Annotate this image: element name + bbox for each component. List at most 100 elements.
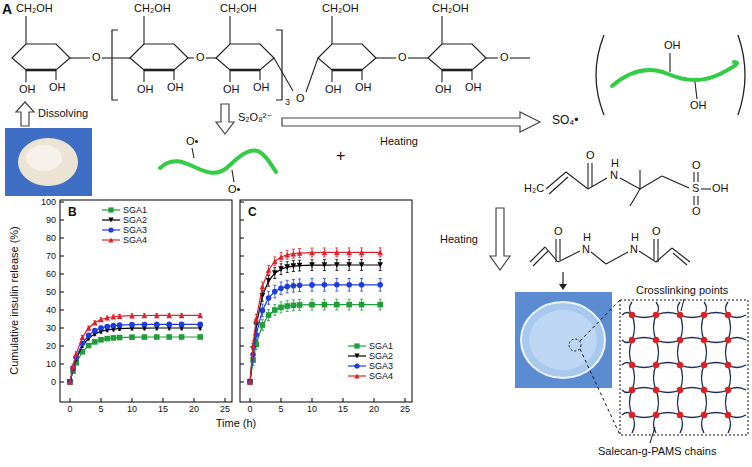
axis-title: Cumulative insulin release (%) xyxy=(9,226,20,375)
error-bar xyxy=(286,272,289,273)
data-marker xyxy=(260,308,266,314)
error-bar xyxy=(335,247,338,248)
repeat-bracket xyxy=(112,30,118,100)
axis-tick xyxy=(240,346,244,347)
data-marker xyxy=(266,295,272,301)
error-bar xyxy=(261,301,264,302)
group-label: CH₂OH xyxy=(16,3,53,14)
error-bar xyxy=(255,349,258,350)
data-marker xyxy=(197,322,203,328)
data-marker xyxy=(197,313,203,319)
error-bar xyxy=(298,278,301,279)
crosslink-dot xyxy=(725,412,731,418)
bond-line xyxy=(331,70,332,82)
bond-line xyxy=(653,239,654,260)
data-series xyxy=(67,334,203,385)
atom-label: H xyxy=(611,158,619,169)
axis-tick xyxy=(240,364,244,365)
polymer-chain xyxy=(612,62,737,86)
error-bar xyxy=(311,310,314,311)
data-marker xyxy=(359,302,365,308)
bond-line xyxy=(259,70,260,80)
error-bar xyxy=(292,299,295,300)
crosslink-dot xyxy=(653,412,659,418)
atom-label: O xyxy=(92,52,101,63)
data-line xyxy=(70,315,200,382)
error-bar xyxy=(335,310,338,311)
bond-line xyxy=(555,239,556,262)
bond-line xyxy=(701,188,711,189)
group-label: CH₂OH xyxy=(220,3,257,14)
legend-label: SGA2 xyxy=(123,216,147,225)
atom-label: OH xyxy=(355,82,372,93)
bond-line xyxy=(697,172,698,182)
legend-label: SGA1 xyxy=(369,342,393,351)
data-marker xyxy=(98,317,104,323)
data-marker xyxy=(354,373,359,378)
bond-line xyxy=(662,176,689,188)
error-bar xyxy=(286,311,289,312)
error-bar xyxy=(298,291,301,292)
bond-line xyxy=(588,178,607,189)
crosslink-dot xyxy=(629,337,635,343)
atom-label: O• xyxy=(186,136,198,147)
powder-photo xyxy=(5,128,92,196)
panel-letter: B xyxy=(68,206,77,218)
error-bar xyxy=(292,279,295,280)
data-marker xyxy=(67,379,73,385)
crosslink-dot xyxy=(629,362,635,368)
atom-label: OH xyxy=(253,82,270,93)
bond-line xyxy=(591,163,592,187)
crosslink-dot xyxy=(629,312,635,318)
error-bar xyxy=(273,297,276,298)
data-marker xyxy=(166,334,172,340)
data-series xyxy=(67,325,203,385)
atom-label: O• xyxy=(228,184,240,195)
hydrogel-photo xyxy=(515,292,612,388)
data-marker xyxy=(291,263,297,269)
crosslink-dot xyxy=(701,412,707,418)
data-line xyxy=(250,285,380,382)
step-label: Heating xyxy=(380,136,418,147)
error-bar xyxy=(286,292,289,293)
data-marker xyxy=(291,283,297,289)
data-line xyxy=(250,252,380,382)
error-bar xyxy=(360,278,363,279)
error-bar xyxy=(335,256,338,257)
bond-line xyxy=(441,70,442,82)
tick-label: 20 xyxy=(369,405,379,414)
crosslink-dot xyxy=(677,387,683,393)
tick-label: 15 xyxy=(338,405,348,414)
error-bar xyxy=(323,278,326,279)
polymer-strand xyxy=(622,313,746,318)
bond-line xyxy=(606,252,628,264)
atom-label: OH xyxy=(167,82,184,93)
data-marker xyxy=(322,302,328,308)
axis-tick xyxy=(240,382,244,383)
atom-label: OH xyxy=(49,82,66,93)
data-marker xyxy=(117,322,123,328)
data-marker xyxy=(98,337,104,343)
sugar-ring xyxy=(12,44,70,70)
atom-label: O xyxy=(398,52,407,63)
error-bar xyxy=(286,250,289,251)
data-marker xyxy=(67,379,73,385)
axis-tick xyxy=(60,202,64,203)
data-marker xyxy=(284,284,290,290)
error-bar xyxy=(379,256,382,257)
data-marker xyxy=(108,237,113,242)
bond-line xyxy=(639,170,640,189)
legend-label: SGA3 xyxy=(369,362,393,371)
error-bar xyxy=(255,314,258,315)
data-marker xyxy=(291,251,297,257)
repeat-count: 3 xyxy=(285,98,290,107)
polymer-strand xyxy=(622,413,746,418)
legend-label: SGA2 xyxy=(369,352,393,361)
atom-label: OH xyxy=(465,82,482,93)
error-bar xyxy=(323,256,326,257)
crosslink-dot xyxy=(677,412,683,418)
error-bar xyxy=(273,256,276,257)
axis-tick xyxy=(240,238,244,239)
error-bar xyxy=(292,292,295,293)
bond-line xyxy=(173,70,174,80)
